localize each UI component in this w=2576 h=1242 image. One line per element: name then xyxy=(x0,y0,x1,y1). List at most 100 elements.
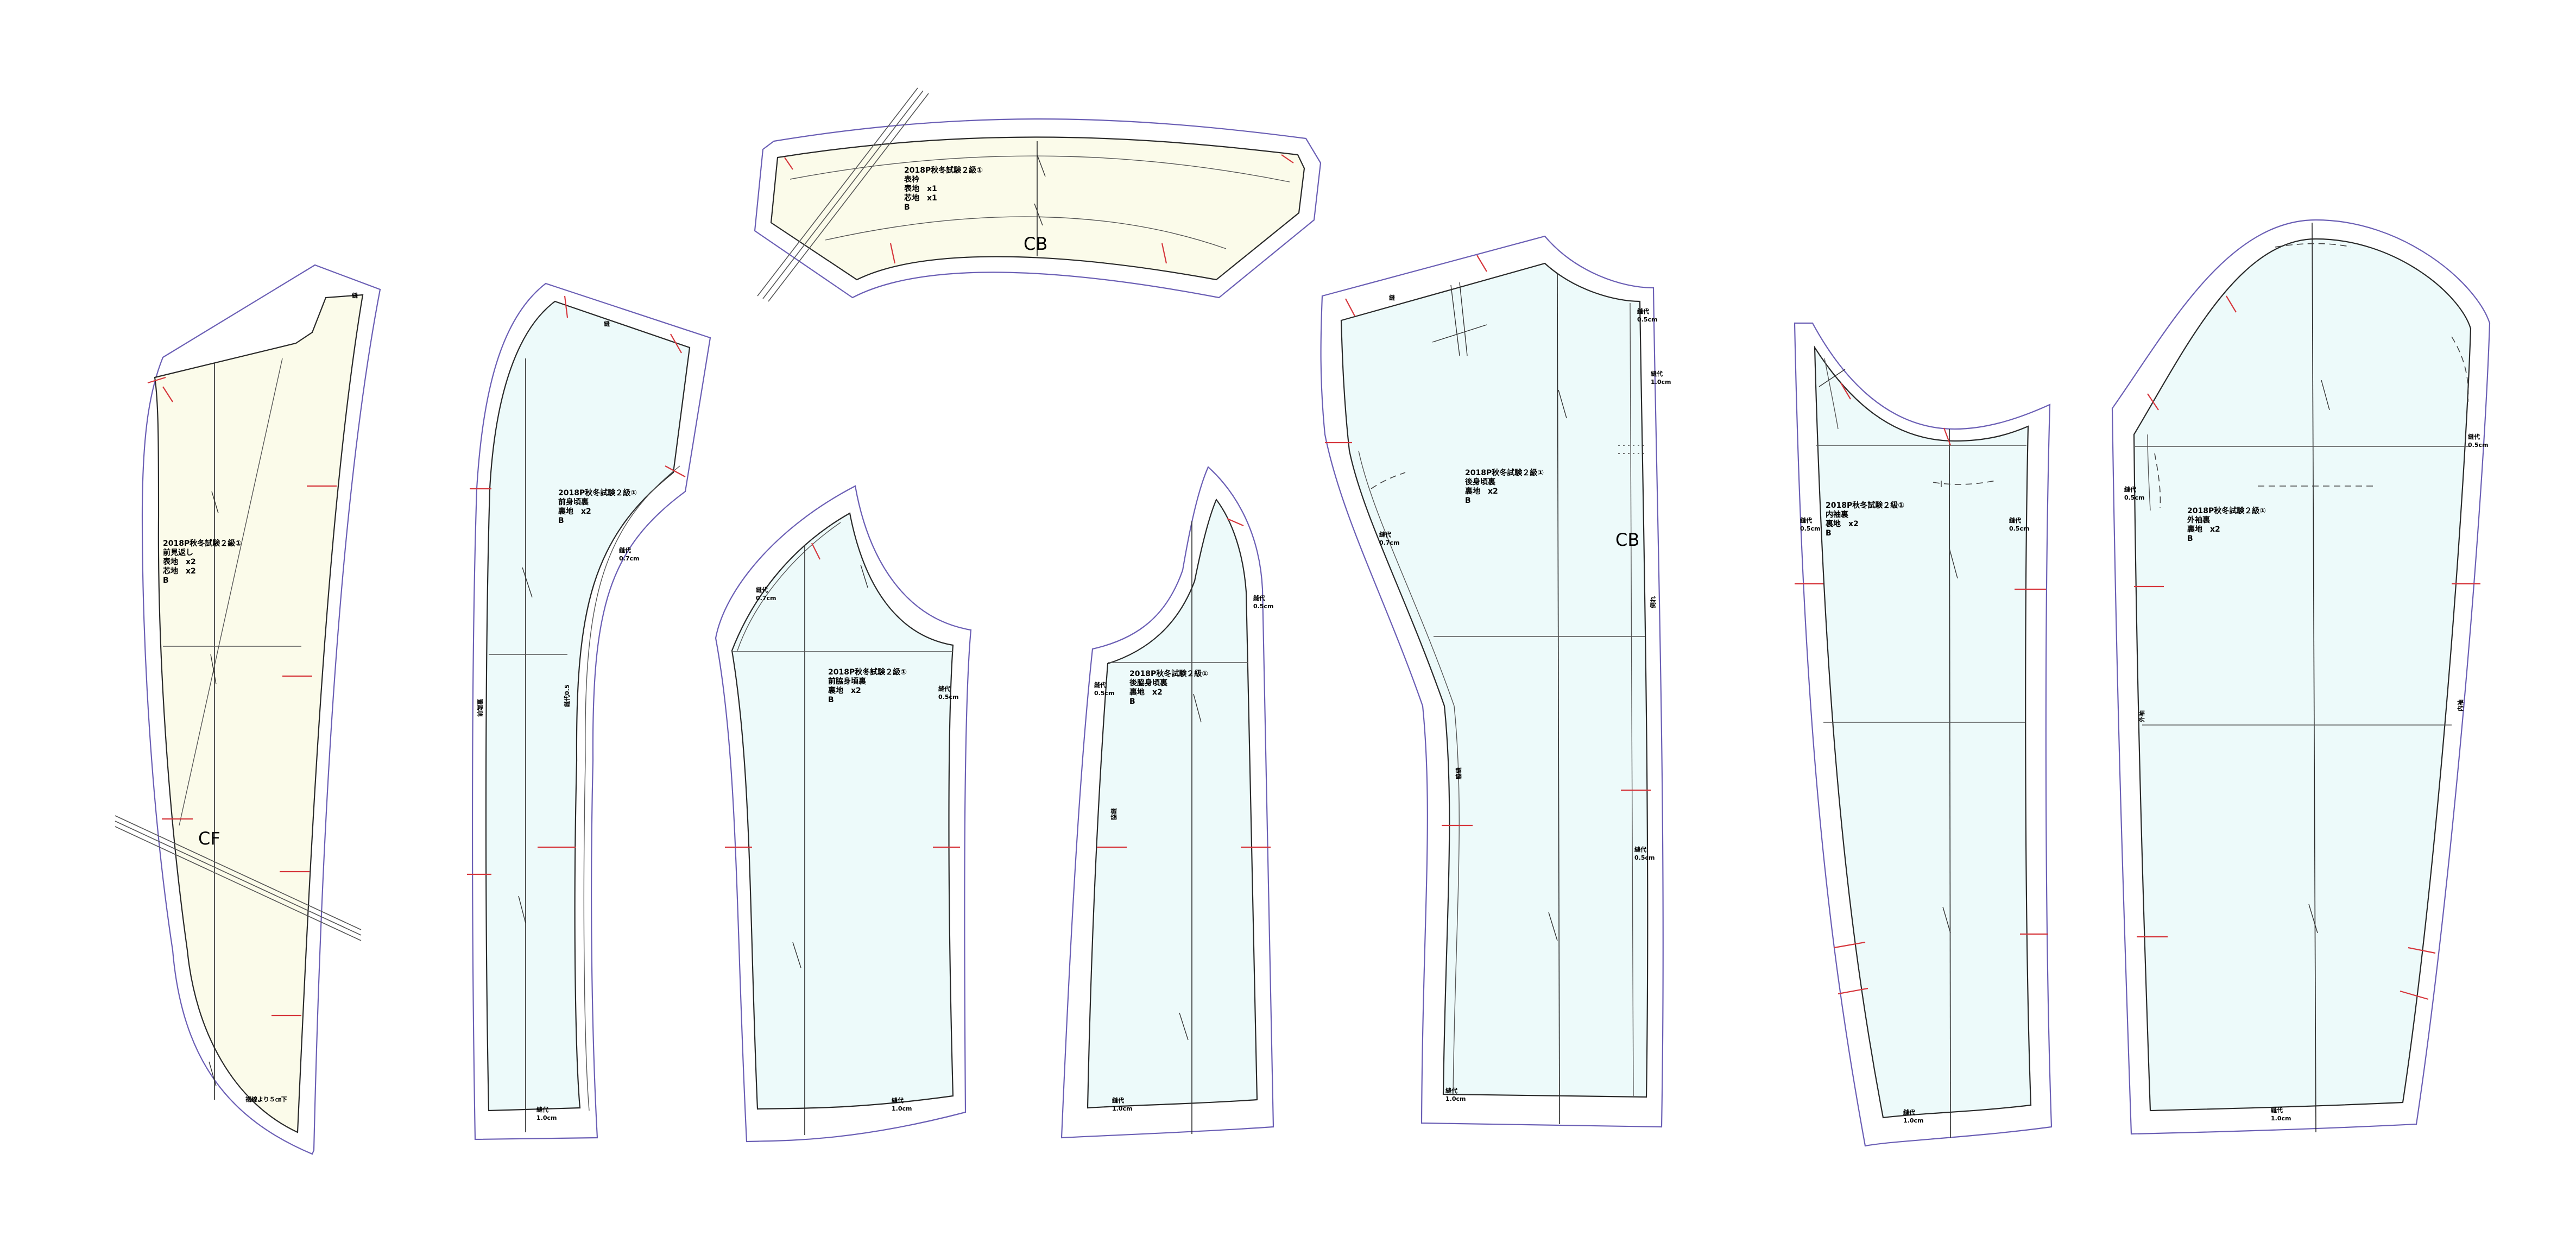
back-lining-dart xyxy=(1432,324,1487,343)
facing-info-line-3: 表地 x2 xyxy=(162,557,196,566)
side-back-info-line-2: 後脇身頃裏 xyxy=(1129,678,1168,688)
side-front-notch xyxy=(811,543,820,560)
back-lining-info-line-1: 2018P秋冬試験２級① xyxy=(1465,468,1544,477)
collar-grain-arrow-b xyxy=(762,90,924,299)
back-lining-seam-3-b: 0.7cm xyxy=(1379,539,1399,546)
back-lining-dart xyxy=(1558,389,1567,419)
side-back-seam-2-b: 0.5cm xyxy=(1094,690,1114,697)
top-sleeve-lining-piece[interactable]: 縫代 0.5cm 縫代 0.5cm 縫代 1.0cm 2018P秋冬試験２級① … xyxy=(2111,219,2491,1135)
under-sleeve-notch xyxy=(1840,382,1851,400)
top-sleeve-seam-2-a: 縫代 xyxy=(2468,433,2480,440)
back-lining-side-mark-2: 倒れ xyxy=(1649,596,1657,609)
collar-center-back-mark: CB xyxy=(1024,234,1047,254)
back-lining-dart xyxy=(1548,912,1558,941)
collar-info-line-4: 芯地 x1 xyxy=(904,193,937,203)
side-back-lining-piece[interactable]: 縫代 0.5cm 縫代 0.5cm 縫代 1.0cm 脇縫 2018P秋冬試験２… xyxy=(1060,466,1274,1139)
back-lining-seam-outline xyxy=(1340,262,1649,1098)
top-sleeve-grain-line xyxy=(2312,222,2316,1133)
collar-notch xyxy=(784,157,793,170)
side-back-info-line-3: 裏地 x2 xyxy=(1129,688,1163,697)
upper-collar-piece[interactable]: 2018P秋冬試験２級① 表衿 表地 x1 芯地 x1 B CB xyxy=(754,87,1322,302)
back-lining-seam-2-a: 縫代 xyxy=(1651,370,1663,377)
front-lining-notch xyxy=(665,465,686,477)
facing-notch xyxy=(162,386,173,402)
front-facing-piece[interactable]: 縫 2018P秋冬試験２級① 前見返し 表地 x2 芯地 x2 B CF 裾線よ… xyxy=(115,264,381,1155)
side-back-side-mark: 脇縫 xyxy=(1110,808,1117,820)
facing-info-line-4: 芯地 x2 xyxy=(163,566,196,576)
front-lining-info-line-2: 前身頃裏 xyxy=(558,497,589,507)
under-sleeve-info-line-1: 2018P秋冬試験２級① xyxy=(1826,501,1904,510)
front-lining-notch xyxy=(564,295,569,318)
top-sleeve-dart xyxy=(2308,904,2318,934)
side-front-lining-piece[interactable]: 縫代 0.7cm 縫代 0.5cm 縫代 1.0cm 2018P秋冬試験２級① … xyxy=(715,485,972,1143)
back-lining-dashed-curve xyxy=(1371,472,1406,489)
under-sleeve-seam-3-b: 1.0cm xyxy=(1903,1117,1923,1124)
top-sleeve-sleeve-cap-dash xyxy=(2451,336,2469,402)
front-lining-dart xyxy=(518,896,526,924)
facing-grain-arrow-c xyxy=(115,826,362,941)
under-sleeve-seam-2-a: 縫代 xyxy=(2009,516,2021,524)
top-sleeve-info-line-3: 裏地 x2 xyxy=(2187,525,2220,534)
back-lining-seam-5-b: 1.0cm xyxy=(1445,1095,1466,1102)
collar-notch xyxy=(1161,243,1167,264)
back-lining-seam-1-a: 縫代 xyxy=(1637,307,1649,315)
collar-info-line-1: 2018P秋冬試験２級① xyxy=(904,166,983,175)
back-lining-seam-4-a: 縫代 xyxy=(1634,846,1646,853)
side-front-seam-1-b: 0.7cm xyxy=(756,595,776,602)
under-sleeve-dart xyxy=(1949,548,1958,579)
under-sleeve-notch xyxy=(1838,987,1868,995)
front-lining-seam-1-a: 縫代 xyxy=(619,546,631,554)
front-lining-seam-2-b: 1.0cm xyxy=(536,1114,557,1121)
top-sleeve-notch xyxy=(2408,947,2436,954)
side-back-info-line-1: 2018P秋冬試験２級① xyxy=(1129,669,1208,678)
under-sleeve-info-line-4: B xyxy=(1826,529,1832,538)
side-back-seam-1-a: 縫代 xyxy=(1253,594,1265,602)
side-back-seam-3-a: 縫代 xyxy=(1112,1096,1124,1104)
top-sleeve-info-line-4: B xyxy=(2187,534,2193,543)
side-back-seam-1-b: 0.5cm xyxy=(1253,603,1273,610)
top-sleeve-notch xyxy=(2400,990,2429,1000)
under-sleeve-lining-piece[interactable]: 縫代 0.5cm 縫代 0.5cm 縫代 1.0cm 2018P秋冬試験２級① … xyxy=(1794,322,2053,1147)
facing-grain-arrow-b xyxy=(115,821,362,936)
back-lining-info-line-2: 後身頃裏 xyxy=(1465,477,1496,487)
back-lining-piece[interactable]: 縫 2018P秋冬試験２級① 後身頃裏 裏地 x2 B CB 脇縫 倒れ 縫代 … xyxy=(1320,235,1671,1128)
front-lining-piece[interactable]: 縫 2018P秋冬試験２級① 前身頃裏 裏地 x2 B 前端裏 縫代0.5 縫代… xyxy=(467,282,711,1140)
top-sleeve-notch xyxy=(2147,393,2159,411)
back-lining-center-back-mark: CB xyxy=(1615,529,1639,550)
top-sleeve-seam-2-b: 0.5cm xyxy=(2468,442,2488,449)
top-sleeve-seam-3-b: 1.0cm xyxy=(2271,1115,2291,1122)
side-front-dart xyxy=(860,564,868,588)
side-front-info-line-1: 2018P秋冬試験２級① xyxy=(828,667,907,677)
facing-info-line-2: 前見返し xyxy=(163,548,193,557)
back-lining-info-line-3: 裏地 x2 xyxy=(1464,487,1498,496)
back-lining-seam-2-b: 1.0cm xyxy=(1651,379,1671,386)
side-front-info-line-4: B xyxy=(828,696,834,704)
side-front-inner-line xyxy=(737,522,841,651)
side-front-seam-3-a: 縫代 xyxy=(892,1096,904,1104)
back-lining-notch xyxy=(1476,255,1487,272)
top-sleeve-inner-line xyxy=(2147,434,2151,511)
front-lining-inner-line xyxy=(583,465,680,1111)
under-sleeve-dart xyxy=(1942,906,1951,934)
under-sleeve-inner-line xyxy=(1824,358,1839,430)
top-sleeve-side-mark-1: 外袖 xyxy=(2138,710,2145,723)
top-sleeve-dart xyxy=(2321,380,2330,411)
under-sleeve-dashed-line xyxy=(1933,480,1996,485)
back-lining-info-line-4: B xyxy=(1465,496,1471,505)
facing-dart-2 xyxy=(210,654,217,685)
collar-neck-line xyxy=(790,155,1290,182)
back-lining-seam-4-b: 0.5cm xyxy=(1634,854,1655,861)
front-lining-info-line-3: 裏地 x2 xyxy=(558,507,591,516)
side-back-seam-2-a: 縫代 xyxy=(1094,681,1106,689)
back-lining-inner-line xyxy=(1358,450,1460,1095)
facing-grain-arrow-a xyxy=(115,815,362,930)
facing-notch xyxy=(147,376,166,384)
top-sleeve-sleeve-cap-dash xyxy=(2154,453,2161,508)
side-front-info-line-3: 裏地 x2 xyxy=(828,686,861,695)
top-sleeve-seam-1-a: 縫代 xyxy=(2124,486,2136,493)
top-sleeve-seam-3-a: 縫代 xyxy=(2271,1106,2283,1114)
front-lining-side-mark-1: 前端裏 xyxy=(476,698,484,717)
side-back-dart xyxy=(1193,693,1202,723)
top-sleeve-side-mark-2: 内袖 xyxy=(2457,699,2464,711)
